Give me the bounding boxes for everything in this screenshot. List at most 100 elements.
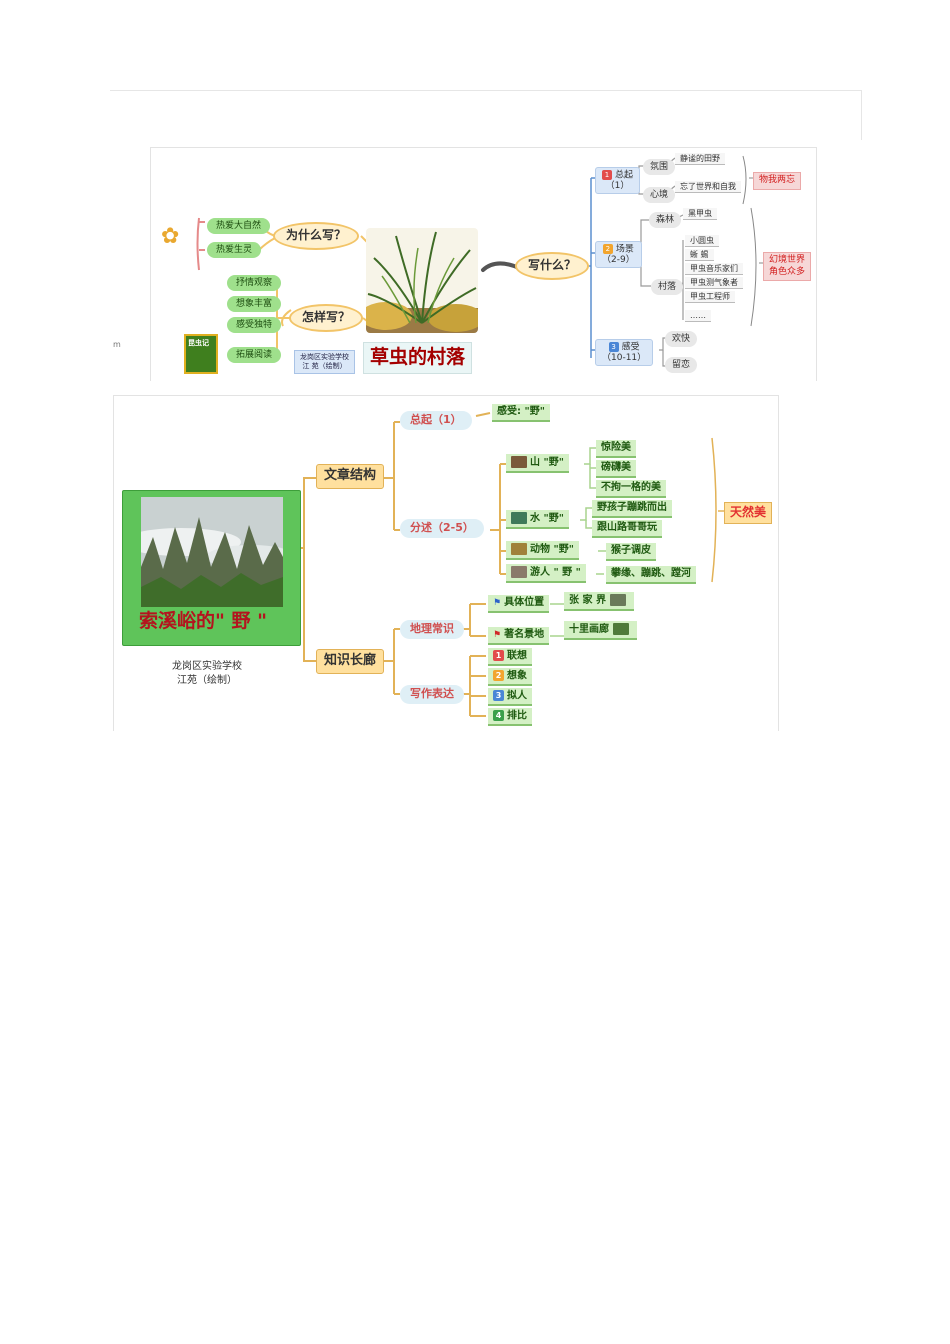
writing-badge-4: 4 [493, 710, 504, 721]
tourist-leaf-1: 攀缘、蹦跳、蹚河 [606, 566, 696, 584]
changjing-summary-line1: 幻境世界 [769, 255, 806, 265]
zongqi-atmosphere: 氛围 [643, 159, 676, 176]
geo-item-location: ⚑具体位置 [488, 595, 550, 613]
group-mountain-label: 山 "野" [530, 457, 564, 468]
village-leaf-6: …… [685, 310, 711, 323]
writing-badge-3: 3 [493, 690, 504, 701]
zhangjiajie-thumb-icon [609, 594, 626, 606]
geo-leaf-zhangjiajie: 张 家 界 [564, 592, 634, 611]
page-top-rule [110, 90, 862, 91]
section-3-label: 感受 [621, 342, 640, 353]
page-right-rule [861, 90, 862, 140]
section-1-range: （1） [605, 180, 630, 191]
group-tourist-label: 游人 " 野 " [530, 567, 581, 578]
section-2-badge: 2 [602, 244, 613, 254]
mountain-leaf-1: 惊险美 [596, 440, 636, 458]
scene-forest: 森林 [649, 212, 682, 229]
group-water: 水 "野" [506, 510, 569, 529]
fenshu-node: 分述（2-5） [400, 519, 484, 538]
zongqi-mood: 心境 [643, 187, 676, 204]
group-animal-label: 动物 "野" [530, 544, 574, 555]
ganshou-item-2: 留恋 [665, 357, 698, 374]
section-3-range: （10-11） [602, 352, 647, 363]
zongqi-summary: 物我两忘 [753, 172, 802, 190]
writing-label-2: 想象 [507, 670, 527, 682]
zongqi-leaf-2: 忘了世界和自我 [675, 181, 741, 194]
flag-blue-icon: ⚑ [493, 598, 502, 608]
mindmap-caochong-cunluo: ✿ 热爱大自然 热爱生灵 为什么写？ 抒情观察 想象丰富 感受独特 拓展阅读 怎… [150, 147, 817, 381]
map2-credit-author: 江苑（绘制） [177, 675, 237, 686]
shili-thumb-icon [613, 623, 629, 635]
how-item-1: 抒情观察 [227, 275, 282, 292]
village-leaf-1: 小圆虫 [685, 235, 719, 248]
map1-title: 草虫的村落 [363, 342, 473, 374]
section-1-label: 总起 [615, 170, 634, 181]
zongqi-node: 总起（1） [400, 411, 472, 430]
changjing-summary: 幻境世界 角色众多 [763, 252, 812, 282]
map2-credit-school: 龙岗区实验学校 [172, 661, 242, 672]
how-item-3: 感受独特 [227, 317, 282, 334]
how-item-4: 拓展阅读 [227, 347, 282, 364]
mountain-photo [141, 497, 283, 607]
map2-credit: 龙岗区实验学校 江苑（绘制） [172, 660, 242, 688]
water-thumb-icon [511, 512, 527, 524]
village-leaf-2: 蜥 蜴 [685, 249, 714, 262]
ganshou-item-1: 欢快 [665, 331, 698, 348]
village-leaf-5: 甲虫工程师 [685, 291, 735, 304]
grass-illustration [366, 228, 478, 333]
mountain-thumb-icon [511, 456, 527, 468]
geo-leaf-1-text: 张 家 界 [569, 595, 606, 606]
why-item-2: 热爱生灵 [207, 242, 262, 259]
section-1-badge: 1 [602, 170, 612, 180]
group-tourist: 游人 " 野 " [506, 564, 586, 583]
changjing-summary-line2: 角色众多 [769, 266, 806, 277]
section-2-range: （2-9） [602, 254, 635, 265]
village-leaf-4: 甲虫测气象者 [685, 277, 743, 290]
zongqi-leaf-1: 静谧的田野 [675, 153, 725, 166]
group-water-label: 水 "野" [530, 513, 564, 524]
village-leaf-3: 甲虫音乐家们 [685, 263, 743, 276]
book-icon: 昆虫记 [184, 334, 218, 374]
water-leaf-2: 跟山路哥哥玩 [592, 520, 662, 538]
how-question: 怎样写？ [289, 304, 364, 332]
mountain-leaf-3: 不拘一格的美 [596, 480, 666, 498]
animal-thumb-icon [511, 543, 527, 555]
map1-credit-author: 江 苑（绘制） [302, 362, 347, 371]
section-3-badge: 3 [608, 342, 619, 352]
geo-item-scenic-label: 著名景地 [504, 629, 545, 640]
group-animal: 动物 "野" [506, 541, 579, 560]
animal-leaf-1: 猴子调皮 [606, 543, 656, 561]
writing-node: 写作表达 [400, 685, 464, 704]
knowledge-header: 知识长廊 [316, 649, 385, 674]
geo-item-scenic: ⚑著名景地 [488, 627, 550, 645]
writing-badge-2: 2 [493, 670, 504, 681]
geo-node: 地理常识 [400, 620, 464, 639]
margin-mark: m [113, 340, 121, 349]
writing-label-4: 排比 [507, 710, 527, 722]
writing-label-1: 联想 [507, 650, 527, 662]
why-question: 为什么写？ [273, 222, 360, 250]
map2-title: 索溪峪的" 野 " [139, 610, 268, 632]
writing-label-3: 拟人 [507, 690, 527, 702]
geo-leaf-2-text: 十里画廊 [569, 624, 609, 635]
tourist-thumb-icon [511, 566, 527, 578]
structure-header: 文章结构 [316, 464, 385, 489]
geo-leaf-shili: 十里画廊 [564, 621, 637, 640]
map1-credit: 龙岗区实验学校 江 苑（绘制） [294, 350, 355, 375]
map1-credit-school: 龙岗区实验学校 [300, 353, 349, 361]
mindmap-suoxiyu-ye: 索溪峪的" 野 " 龙岗区实验学校 江苑（绘制） 文章结构 知识长廊 总起（1）… [113, 395, 779, 731]
suoxiyu-panel: 索溪峪的" 野 " [122, 490, 301, 646]
group-mountain: 山 "野" [506, 454, 569, 473]
forest-leaf-1: 黑甲虫 [683, 208, 717, 221]
section-2-label: 场景 [615, 244, 634, 255]
flag-red-icon: ⚑ [493, 630, 502, 640]
structure-summary: 天然美 [724, 502, 773, 524]
what-question: 写什么？ [515, 252, 590, 280]
